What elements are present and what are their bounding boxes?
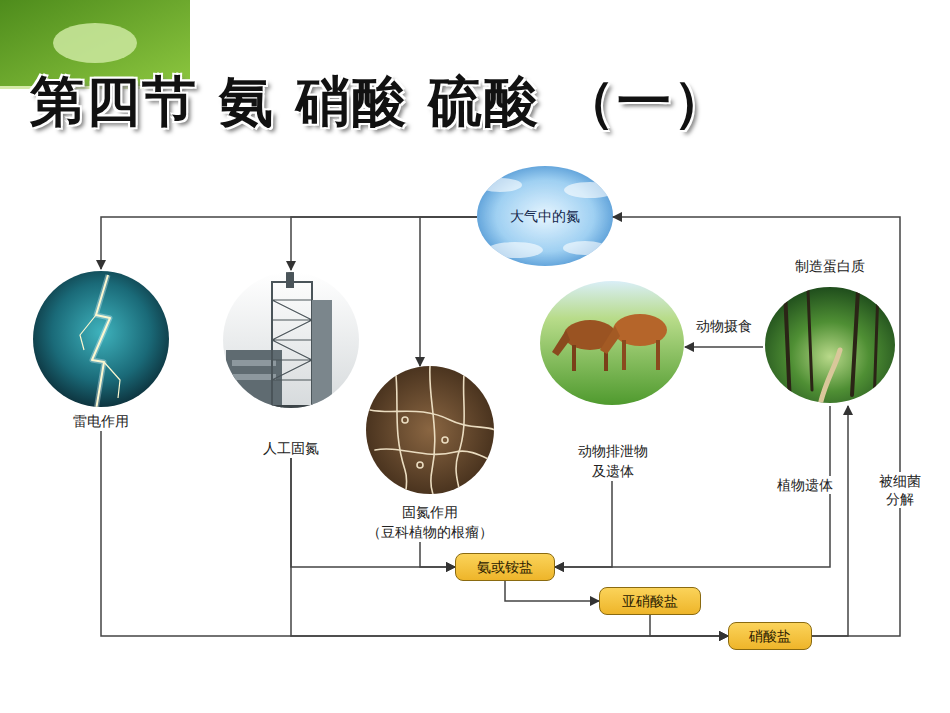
node-label: 亚硝酸盐: [622, 591, 678, 611]
cycle-arrow: [291, 458, 728, 636]
cycle-arrow: [555, 481, 612, 567]
cycle-node: 大气中的氮: [477, 166, 613, 266]
node-label: 动物排泄物 及遗体: [571, 441, 655, 481]
node-label: 大气中的氮: [510, 206, 580, 226]
cycle-arrow: [812, 406, 848, 636]
cycle-arrow: [505, 581, 599, 601]
cycle-arrow: [291, 217, 477, 270]
cycle-node: 人工固氮: [221, 270, 361, 458]
compound-box: 硝酸盐: [728, 622, 812, 650]
edge-label: 动物摄食: [694, 317, 754, 335]
compound-box: 亚硝酸盐: [599, 587, 701, 615]
node-label: 氨或铵盐: [477, 557, 533, 577]
cycle-arrow: [101, 431, 728, 636]
cycle-arrow: [420, 542, 455, 567]
node-label: 硝酸盐: [749, 626, 791, 646]
cycle-arrow: [420, 217, 477, 366]
node-label: 制造蛋白质: [795, 256, 865, 276]
node-label: 人工固氮: [263, 438, 319, 458]
node-label: 雷电作用: [73, 411, 129, 431]
edge-label: 被细菌 分解: [875, 472, 925, 508]
node-label: 固氮作用 （豆科植物的根瘤）: [360, 502, 500, 542]
cycle-arrow: [685, 346, 763, 348]
cycle-node: 制造蛋白质: [763, 256, 897, 406]
cycle-node: 雷电作用: [31, 269, 171, 431]
cycle-node: 动物排泄物 及遗体: [540, 281, 685, 481]
cycle-arrow: [650, 615, 728, 636]
edge-label: 植物遗体: [775, 476, 835, 494]
slide-title: 第四节 氨 硝酸 硫酸 （一）: [30, 66, 729, 139]
compound-box: 氨或铵盐: [455, 553, 555, 581]
cycle-arrow: [613, 217, 900, 636]
cycle-node: 固氮作用 （豆科植物的根瘤）: [355, 366, 505, 542]
